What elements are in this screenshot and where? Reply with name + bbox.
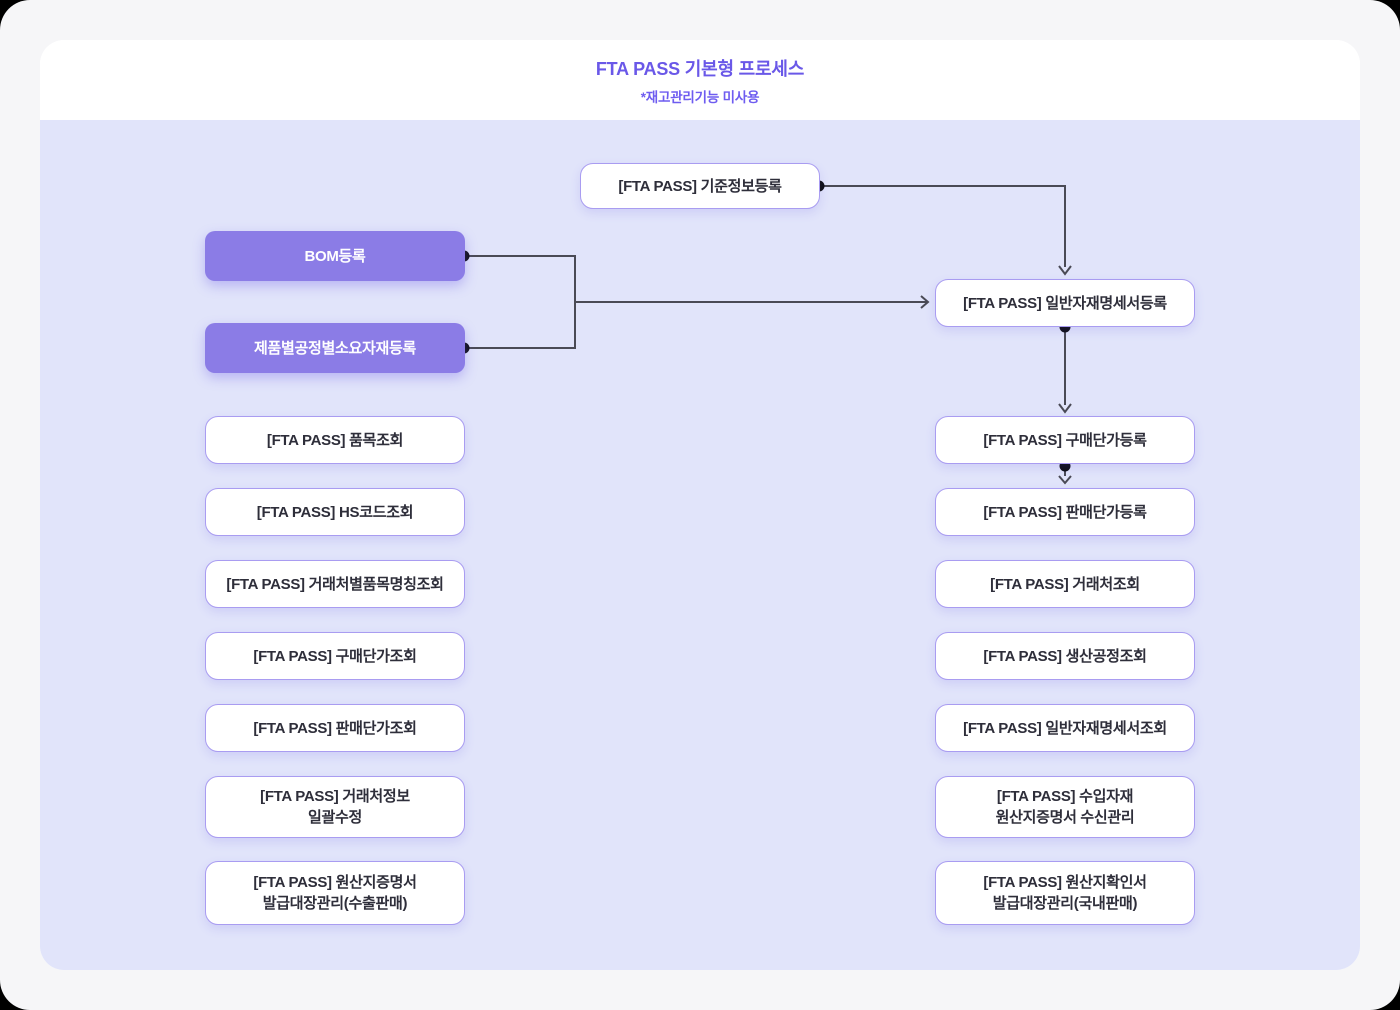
node-purchase-price-register: [FTA PASS] 구매단가등록: [935, 416, 1195, 464]
node-base-info-register: [FTA PASS] 기준정보등록: [580, 163, 820, 209]
node-general-bom-register: [FTA PASS] 일반자재명세서등록: [935, 279, 1195, 327]
node-item-name-by-client-inquiry: [FTA PASS] 거래처별품목명칭조회: [205, 560, 465, 608]
node-sales-price-inquiry: [FTA PASS] 판매단가조회: [205, 704, 465, 752]
page-title: FTA PASS 기본형 프로세스: [595, 58, 805, 79]
node-material-by-process-register: 제품별공정별소요자재등록: [205, 323, 465, 373]
node-production-process-inquiry: [FTA PASS] 생산공정조회: [935, 632, 1195, 680]
page-subtitle: *재고관리기능 미사용: [640, 89, 760, 105]
node-item-inquiry: [FTA PASS] 품목조회: [205, 416, 465, 464]
node-purchase-price-inquiry: [FTA PASS] 구매단가조회: [205, 632, 465, 680]
node-coo-ledger-export-sales: [FTA PASS] 원산지증명서 발급대장관리(수출판매): [205, 861, 465, 925]
node-coo-confirm-ledger-domestic: [FTA PASS] 원산지확인서 발급대장관리(국내판매): [935, 861, 1195, 925]
node-client-info-bulk-edit: [FTA PASS] 거래처정보 일괄수정: [205, 776, 465, 838]
card-header: FTA PASS 기본형 프로세스 *재고관리기능 미사용: [40, 40, 1360, 120]
node-hs-code-inquiry: [FTA PASS] HS코드조회: [205, 488, 465, 536]
node-import-material-coo-receive: [FTA PASS] 수입자재 원산지증명서 수신관리: [935, 776, 1195, 838]
node-bom-register: BOM등록: [205, 231, 465, 281]
node-sales-price-register: [FTA PASS] 판매단가등록: [935, 488, 1195, 536]
node-client-inquiry: [FTA PASS] 거래처조회: [935, 560, 1195, 608]
node-general-bom-inquiry: [FTA PASS] 일반자재명세서조회: [935, 704, 1195, 752]
